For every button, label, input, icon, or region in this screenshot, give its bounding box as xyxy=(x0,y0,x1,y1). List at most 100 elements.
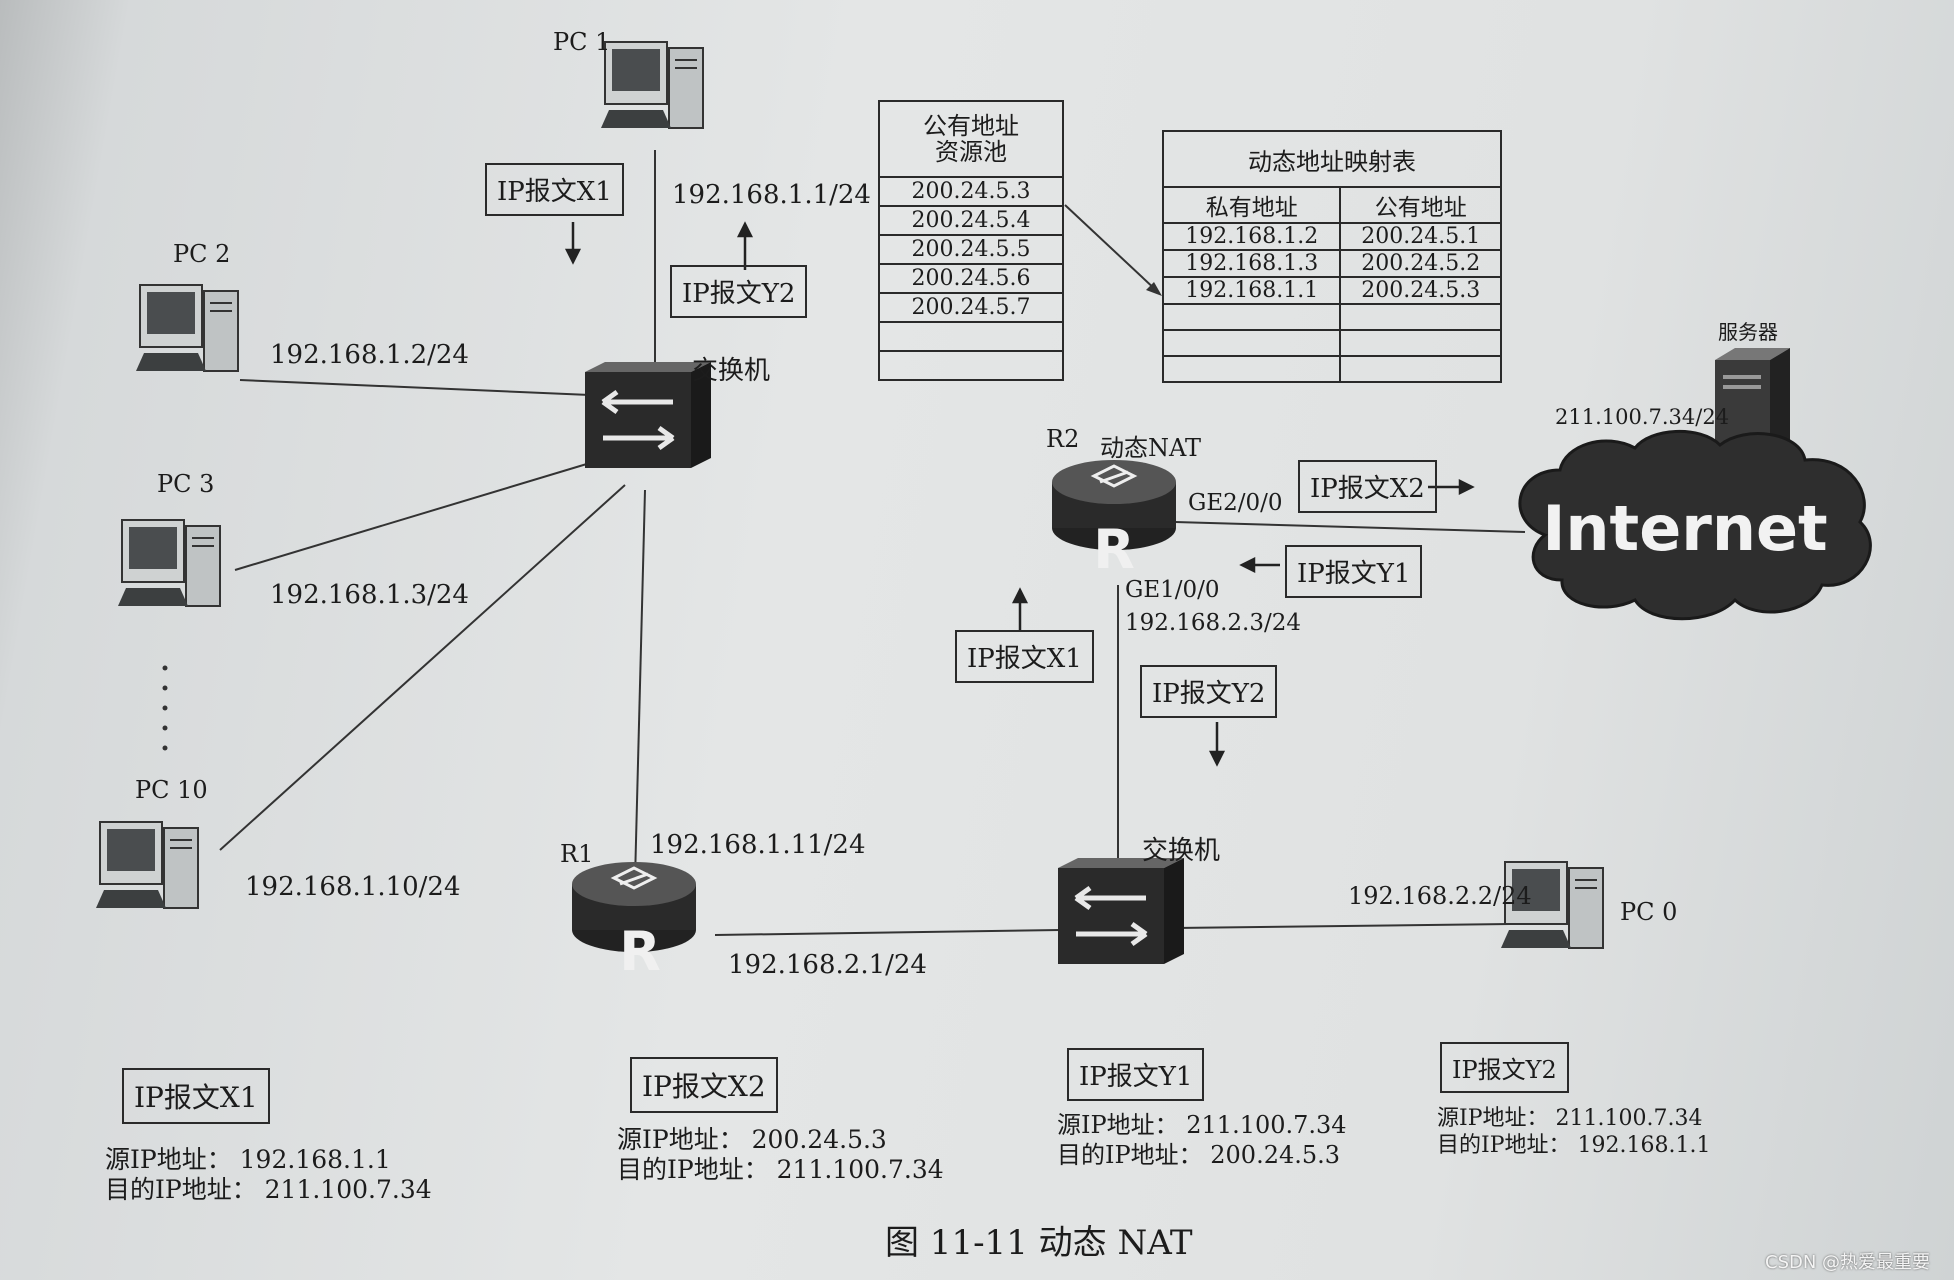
packet-x1-info: 源IP地址： 192.168.1.1 目的IP地址： 211.100.7.34 xyxy=(105,1145,432,1205)
link-r1-switch2 xyxy=(714,929,1061,936)
r2-glyph-letter: R xyxy=(1093,518,1135,581)
packet-box-x1-top: IP报文X1 xyxy=(485,163,624,216)
pool-to-map-connector xyxy=(1064,204,1159,293)
pool-to-map-arrowhead xyxy=(1146,282,1162,296)
mapping-col-private: 私有地址 xyxy=(1161,186,1342,224)
address-pool-header-line2: 资源池 xyxy=(935,138,1007,166)
address-pool-cell: 200.24.5.6 xyxy=(878,263,1064,294)
packet-x2-src: 源IP地址： 200.24.5.3 xyxy=(617,1125,887,1154)
mapping-cell: 192.168.1.3 xyxy=(1161,249,1342,278)
packet-y1-src: 源IP地址： 211.100.7.34 xyxy=(1057,1111,1347,1139)
arrow-x1-top xyxy=(564,222,582,265)
mapping-row xyxy=(1161,303,1502,331)
address-pool-cell: 200.24.5.5 xyxy=(878,234,1064,265)
mapping-table: 动态地址映射表 私有地址 公有地址 192.168.1.2 200.24.5.1… xyxy=(1161,130,1502,383)
link-switch1-r1 xyxy=(634,489,646,881)
mapping-cell: 200.24.5.3 xyxy=(1339,276,1502,305)
arrow-x2-right xyxy=(1428,478,1475,496)
address-pool-header: 公有地址 资源池 xyxy=(878,100,1064,178)
csdn-watermark: CSDN @热爱最重要 xyxy=(1765,1252,1931,1273)
r2-label: R2 xyxy=(1046,425,1080,453)
packet-y1-dst: 目的IP地址： 200.24.5.3 xyxy=(1057,1141,1341,1169)
mapping-row xyxy=(1161,355,1502,383)
server-label: 服务器 xyxy=(1718,320,1778,344)
pc10-label: PC 10 xyxy=(135,776,208,804)
pc1-label: PC 1 xyxy=(553,28,611,56)
packet-x2-info: 源IP地址： 200.24.5.3 目的IP地址： 211.100.7.34 xyxy=(617,1125,944,1185)
packet-box-y2-mid: IP报文Y2 xyxy=(1140,665,1278,718)
packet-y1-title: IP报文Y1 xyxy=(1067,1048,1205,1101)
pc10-ip: 192.168.1.10/24 xyxy=(245,872,461,902)
mapping-cell: 200.24.5.2 xyxy=(1339,249,1502,278)
address-pool-header-row: 公有地址 资源池 xyxy=(878,100,1064,178)
pc2-icon xyxy=(135,284,239,372)
mapping-cell: 192.168.1.1 xyxy=(1161,276,1342,305)
mapping-col-public: 公有地址 xyxy=(1339,186,1502,224)
r2-ge2-label: GE2/0/0 xyxy=(1188,490,1283,516)
link-pc2-switch1 xyxy=(239,379,591,396)
ellipsis-dots-icon xyxy=(162,665,168,751)
packet-box-x2-right: IP报文X2 xyxy=(1298,460,1437,513)
r2-function-label: 动态NAT xyxy=(1100,434,1202,462)
mapping-cell: 192.168.1.2 xyxy=(1161,222,1342,251)
figure-caption: 图 11-11 动态 NAT xyxy=(885,1223,1193,1263)
link-switch2-pc0 xyxy=(1174,923,1511,929)
arrow-x1-mid xyxy=(1011,587,1029,630)
mapping-cell xyxy=(1161,329,1342,357)
link-r2-internet xyxy=(1174,521,1526,533)
packet-y2-title: IP报文Y2 xyxy=(1440,1042,1569,1093)
mapping-cell xyxy=(1161,303,1342,331)
mapping-cell xyxy=(1161,355,1342,383)
switch1-label: 交换机 xyxy=(692,356,771,386)
address-pool-cell: 200.24.5.7 xyxy=(878,292,1064,323)
pc3-icon xyxy=(117,519,221,607)
packet-box-y2-top: IP报文Y2 xyxy=(670,265,808,318)
arrow-y2-mid xyxy=(1208,722,1226,767)
mapping-cell xyxy=(1339,329,1502,357)
mapping-row: 192.168.1.2 200.24.5.1 xyxy=(1161,222,1502,251)
r1-lan-ip: 192.168.1.11/24 xyxy=(650,830,866,860)
pc1-icon xyxy=(600,41,704,129)
r2-ge1-ip: 192.168.2.3/24 xyxy=(1125,610,1302,636)
arrow-y1-left xyxy=(1239,556,1280,574)
address-pool-cell: 200.24.5.4 xyxy=(878,205,1064,236)
mapping-cell: 200.24.5.1 xyxy=(1339,222,1502,251)
packet-y2-src: 源IP地址： 211.100.7.34 xyxy=(1437,1106,1703,1131)
switch2-label: 交换机 xyxy=(1142,836,1221,866)
pc2-label: PC 2 xyxy=(173,240,231,268)
pc10-icon xyxy=(95,821,199,909)
mapping-cell xyxy=(1339,355,1502,383)
pc3-ip: 192.168.1.3/24 xyxy=(270,580,469,610)
pc2-ip: 192.168.1.2/24 xyxy=(270,340,469,370)
internet-label: Internet xyxy=(1542,492,1827,565)
packet-box-x1-mid: IP报文X1 xyxy=(955,630,1094,683)
mapping-table-title: 动态地址映射表 xyxy=(1162,130,1502,188)
mapping-cell xyxy=(1339,303,1502,331)
mapping-row: 192.168.1.1 200.24.5.3 xyxy=(1161,276,1502,305)
arrow-y2-top xyxy=(736,221,754,270)
pc0-label: PC 0 xyxy=(1620,898,1678,926)
packet-x2-title: IP报文X2 xyxy=(630,1057,778,1113)
address-pool-header-line1: 公有地址 xyxy=(923,112,1019,140)
pc3-label: PC 3 xyxy=(157,470,215,498)
pc1-ip: 192.168.1.1/24 xyxy=(672,180,871,210)
address-pool-table: 公有地址 资源池 200.24.5.3 200.24.5.4 200.24.5.… xyxy=(878,100,1064,381)
r2-ge1-label: GE1/0/0 xyxy=(1125,577,1220,603)
address-pool-cell xyxy=(878,350,1064,381)
packet-x1-title: IP报文X1 xyxy=(122,1068,270,1124)
address-pool-cell: 200.24.5.3 xyxy=(878,176,1064,207)
packet-y2-dst: 目的IP地址： 192.168.1.1 xyxy=(1437,1133,1711,1158)
packet-y1-info: 源IP地址： 211.100.7.34 目的IP地址： 200.24.5.3 xyxy=(1057,1110,1347,1170)
switch2-icon xyxy=(1058,858,1184,964)
server-ip: 211.100.7.34/24 xyxy=(1555,405,1730,429)
address-pool-cell xyxy=(878,321,1064,352)
r1-label: R1 xyxy=(560,840,594,868)
internet-cloud-icon xyxy=(1518,429,1872,621)
r1-wan-ip: 192.168.2.1/24 xyxy=(728,950,927,980)
packet-y2-info: 源IP地址： 211.100.7.34 目的IP地址： 192.168.1.1 xyxy=(1437,1105,1710,1159)
mapping-row xyxy=(1161,329,1502,357)
packet-x1-src: 源IP地址： 192.168.1.1 xyxy=(105,1145,391,1174)
pc0-ip: 192.168.2.2/24 xyxy=(1348,882,1532,910)
